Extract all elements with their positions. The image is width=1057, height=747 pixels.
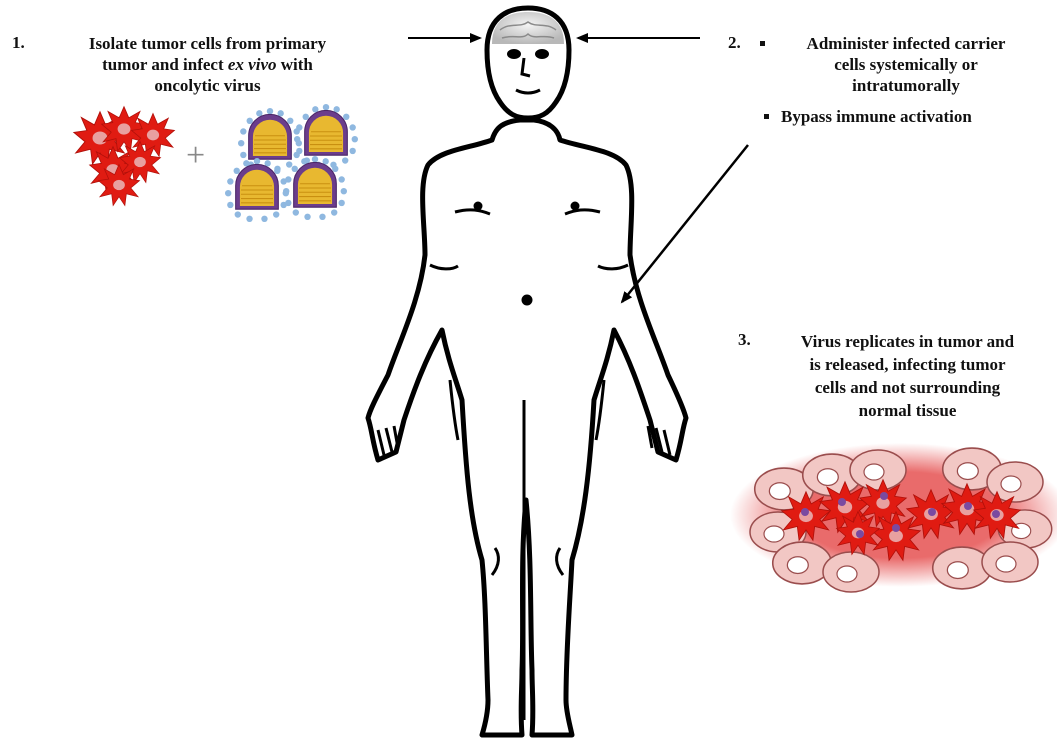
arrow-to-arm (622, 145, 748, 302)
oncolytic-virus-group (225, 104, 358, 222)
head (487, 8, 569, 118)
human-body-outline (368, 120, 686, 735)
tumor-tissue-illustration (730, 443, 1057, 592)
tumor-cells-cluster (74, 107, 175, 206)
